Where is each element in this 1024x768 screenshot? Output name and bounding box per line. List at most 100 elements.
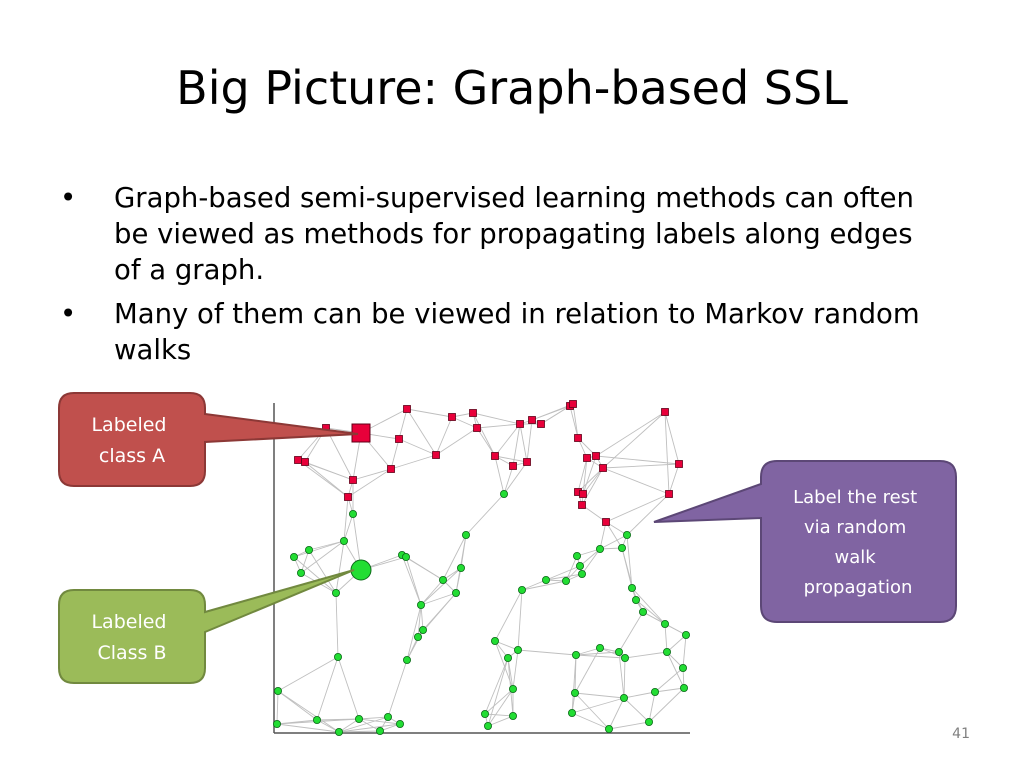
graph-edge [545,573,583,581]
class-a-node [665,490,673,498]
graph-edge [338,730,381,733]
graph-edge [581,548,601,575]
class-b-node [413,633,422,642]
graph-edge [635,599,666,625]
callout-class-a-line: Labeled [91,414,166,436]
callout-propagation-line: walk [835,547,877,568]
graph-edge [512,649,519,690]
graph-edge [401,554,422,606]
graph-edge [455,534,467,594]
graph-edge [682,634,687,669]
graph-edge [569,405,579,439]
callout-class-a-shape [58,392,359,487]
graph-edge [304,461,354,481]
graph-edge [308,540,345,551]
graph-edge [571,654,577,714]
graph-edge [406,604,422,661]
class-a-node [574,434,582,442]
graph-edge [316,719,340,733]
graph-edge [435,416,453,456]
graph-edge [358,718,381,732]
graph-edge [517,589,523,651]
graph-edge [277,656,339,692]
graph-edge [398,408,408,440]
graph-edge [666,634,687,653]
class-b-node [518,586,527,595]
graph-edge [521,579,547,591]
class-b-node [508,712,517,721]
class-b-node [562,577,571,586]
class-b-node [615,648,624,657]
class-b-node [620,694,629,703]
graph-edge [484,688,514,715]
class-a-node [592,452,600,460]
graph-edge [406,408,437,456]
class-b-node [490,637,499,646]
class-b-node [375,727,384,736]
graph-edge [337,656,360,720]
graph-edge [405,556,422,606]
class-b-node [334,728,343,737]
graph-edge [668,463,680,495]
class-a-node [523,458,531,466]
class-b-node [628,584,637,593]
graph-edge [626,493,670,536]
class-b-node [571,689,580,698]
callout-propagation-shape [653,460,957,623]
graph-edge [487,657,509,727]
class-b-node [508,685,517,694]
callout-class-a-line: class A [99,445,165,467]
graph-edge [277,690,340,733]
graph-edge [297,459,349,498]
class-b-node [605,725,614,734]
graph-edge [335,540,345,594]
graph-edge [487,715,514,727]
class-b-node [618,544,627,553]
class-b-node [503,654,512,663]
graph-edge [503,461,528,495]
class-b-node [402,656,411,665]
graph-edge [398,438,437,456]
callout-class-b-shape [58,569,355,684]
class-b-node [461,531,470,540]
graph-edge [308,549,337,594]
graph-edge [484,713,514,717]
graph-edge [577,457,588,493]
graph-edge [575,647,601,656]
graph-edge [579,548,601,567]
graph-edge [624,651,668,659]
class-b-node [333,653,342,662]
bullet-item: • Graph-based semi-supervised learning m… [60,180,940,288]
graph-edge [664,411,670,495]
graph-edge [494,423,521,457]
graph-edge [420,604,424,631]
class-a-node [537,420,545,428]
class-b-node [596,545,605,554]
graph-edge [476,427,496,457]
class-a-node [344,493,352,501]
class-b-node [348,509,357,518]
graph-edge [387,659,408,718]
class-b-node [621,654,630,663]
graph-edge [599,534,628,550]
class-b-node [572,651,581,660]
callout-class-b-line: Class B [97,642,166,664]
graph-edge [602,467,670,495]
graph-edge [358,716,389,720]
class-b-node [663,648,672,657]
class-a-node [448,413,456,421]
graph-edge [300,540,345,574]
class-b-node [296,569,305,578]
graph-edge [293,556,337,594]
graph-edge [605,493,670,523]
bullet-dot-icon: • [60,298,77,330]
graph-edge [664,623,668,653]
callout-class-b-line: Labeled [91,611,166,633]
graph-edge [503,465,514,495]
graph-edge [517,649,577,656]
graph-nodes [272,400,691,737]
callout-labeled-class-b: Labeled Class B [58,569,355,684]
graph-edge [654,687,685,693]
class-b-node [596,644,605,653]
